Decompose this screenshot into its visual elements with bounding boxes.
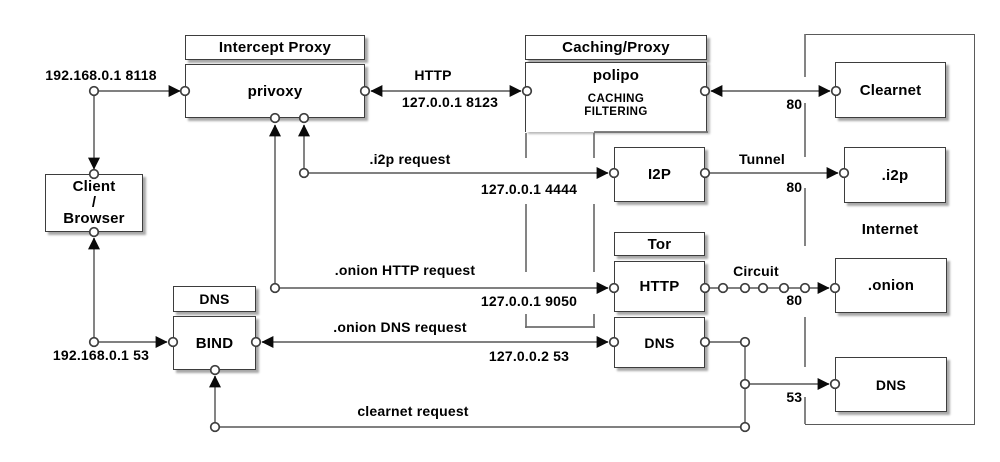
- dns-header: DNS: [173, 286, 256, 312]
- label-tunnel: Tunnel: [738, 151, 786, 167]
- edge-client-bind-53: [88, 237, 168, 348]
- internet-dns-box: DNS: [835, 357, 947, 412]
- i2p-site-box: .i2p: [844, 147, 946, 203]
- polipo-box: polipo CACHING FILTERING: [525, 62, 707, 132]
- port-circuit-80: 80: [786, 292, 802, 308]
- caching-feature-label: CACHING: [587, 93, 645, 105]
- label-lan-ip-53: 192.168.0.1 53: [52, 347, 150, 363]
- label-loopback-8123: 127.0.0.1 8123: [401, 94, 499, 110]
- connection-nodes: [88, 85, 850, 433]
- label-clearnet-request: clearnet request: [357, 403, 469, 419]
- label-loopback-53: 127.0.0.2 53: [488, 348, 570, 364]
- tor-header: Tor: [614, 232, 705, 256]
- caching-proxy-header: Caching/Proxy: [525, 35, 707, 60]
- filtering-feature-label: FILTERING: [584, 106, 648, 118]
- polipo-features: CACHING FILTERING: [584, 93, 647, 119]
- label-lan-ip-8118: 192.168.0.1 8118: [45, 67, 157, 83]
- onion-site-box: .onion: [835, 258, 947, 313]
- label-circuit: Circuit: [733, 263, 779, 279]
- clearnet-box: Clearnet: [835, 62, 946, 118]
- label-onion-http-request: .onion HTTP request: [334, 262, 476, 278]
- client-browser-box: Client / Browser: [45, 174, 143, 232]
- label-loopback-9050: 127.0.0.1 9050: [480, 293, 578, 309]
- polipo-downlink-outline: [525, 131, 708, 328]
- internet-label: Internet: [861, 221, 919, 238]
- intercept-proxy-header: Intercept Proxy: [185, 35, 365, 60]
- edge-onion-http-request: [269, 124, 609, 294]
- label-i2p-request: .i2p request: [369, 151, 451, 167]
- client-label-line2: /: [91, 194, 97, 211]
- bind-box: BIND: [173, 316, 256, 370]
- edge-tordns-internetdns: [709, 341, 830, 423]
- port-dns-53: 53: [786, 389, 802, 405]
- port-clearnet-80: 80: [786, 96, 802, 112]
- edge-client-privoxy-8118: [88, 85, 181, 170]
- polipo-label: polipo: [592, 67, 640, 84]
- edge-i2p-request: [298, 124, 609, 179]
- internet-container-box: [805, 34, 975, 425]
- label-loopback-4444: 127.0.0.1 4444: [480, 181, 578, 197]
- label-http: HTTP: [414, 67, 452, 83]
- client-label-line3: Browser: [63, 210, 125, 227]
- client-label-line1: Client: [72, 178, 116, 195]
- edge-clearnet-request: [209, 375, 741, 428]
- label-onion-dns-request: .onion DNS request: [333, 319, 467, 335]
- i2p-router-box: I2P: [614, 147, 705, 202]
- port-tunnel-80: 80: [786, 179, 802, 195]
